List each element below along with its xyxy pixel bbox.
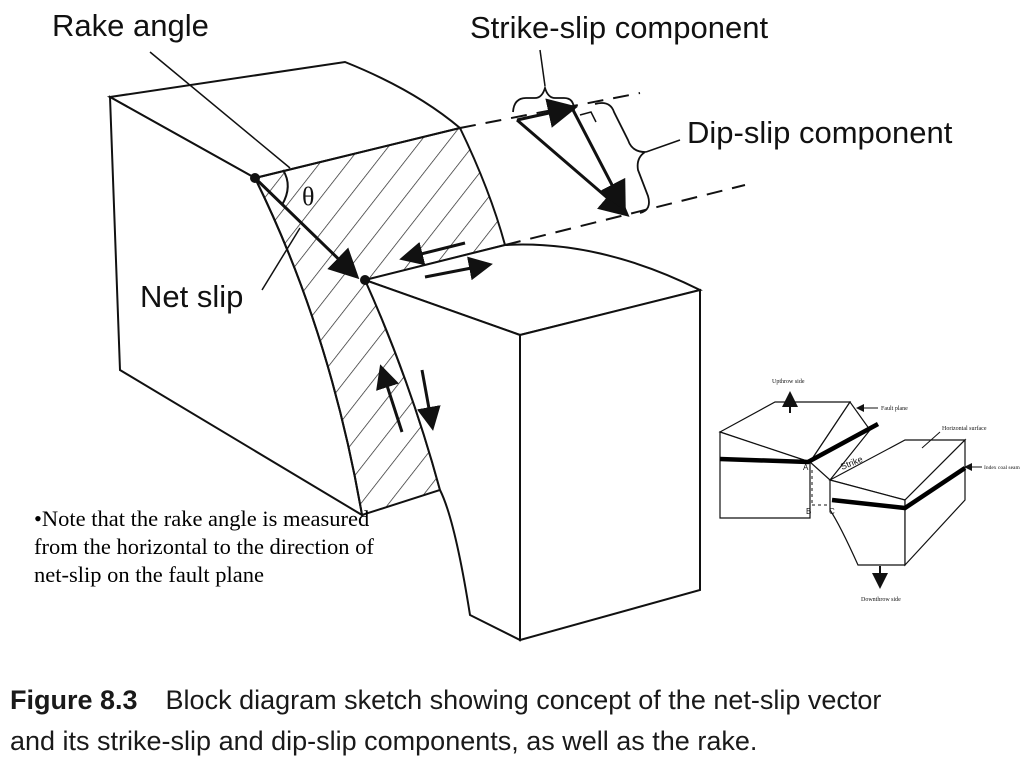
figure-caption: Figure 8.3 Block diagram sketch showing c… xyxy=(10,680,1020,762)
net-slip-start-point xyxy=(250,173,260,183)
strike-slip-arrow-left xyxy=(399,241,466,266)
net-slip-label: Net slip xyxy=(140,279,243,314)
point-c-label: C xyxy=(829,507,835,516)
index-coal-seam-label: Index coal seam xyxy=(984,465,1020,471)
downthrow-label: Downthrow side xyxy=(861,597,901,603)
caption-line-2: and its strike-slip and dip-slip compone… xyxy=(10,726,758,756)
fault-plane-small-label: Fault plane xyxy=(881,406,908,412)
rake-angle-note: •Note that the rake angle is measured fr… xyxy=(34,506,374,587)
figure-number: Figure 8.3 xyxy=(10,685,138,715)
point-b-label: B xyxy=(806,507,811,516)
rake-angle-arc xyxy=(281,169,289,206)
strike-slip-label: Strike-slip component xyxy=(470,10,768,45)
strike-slip-brace xyxy=(512,84,575,113)
caption-line-1: Figure 8.3 Block diagram sketch showing c… xyxy=(10,680,1020,721)
strike-slip-arrow-right xyxy=(424,256,493,281)
inset-diagram: Upthrow side Fault plane Horizontal surf… xyxy=(718,379,1020,603)
rake-angle-label: Rake angle xyxy=(52,8,209,43)
right-angle-marker xyxy=(579,111,597,123)
upthrow-label: Upthrow side xyxy=(772,379,805,385)
theta-label: θ xyxy=(302,182,314,211)
point-a-label: A xyxy=(803,463,809,472)
leader-lines xyxy=(149,49,681,291)
dip-slip-label: Dip-slip component xyxy=(687,115,953,150)
dip-slip-arrow-up xyxy=(376,364,404,433)
dip-slip-brace xyxy=(594,102,650,214)
net-slip-end-point xyxy=(360,275,370,285)
caption-text-1: Block diagram sketch showing concept of … xyxy=(165,685,882,715)
dip-slip-arrow-down xyxy=(416,369,441,431)
right-fault-block xyxy=(361,243,703,642)
vector-triangle xyxy=(516,98,630,217)
horizontal-surface-label: Horizontal surface xyxy=(942,425,987,432)
net-slip-arrow xyxy=(253,176,360,280)
